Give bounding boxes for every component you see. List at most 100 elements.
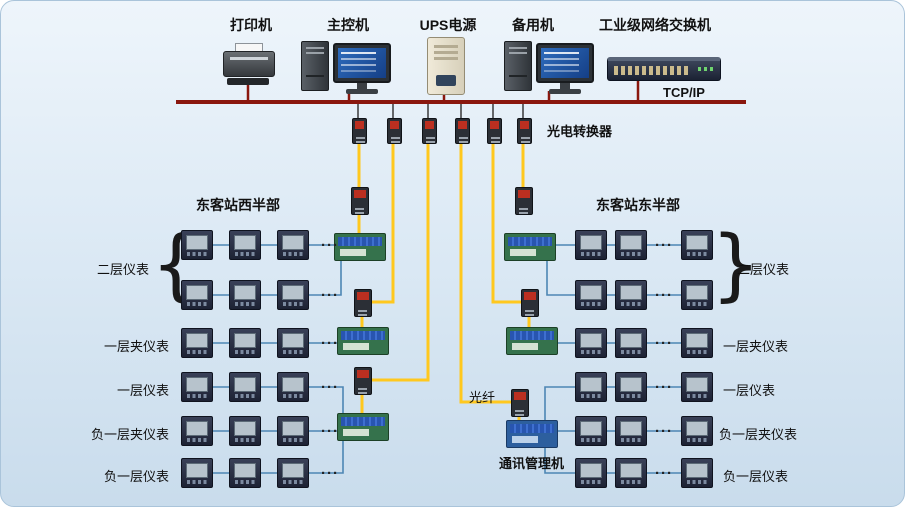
ellipsis: ··· [655,286,673,304]
power-meter-icon [277,372,309,402]
monitor-screen [338,48,386,78]
network-switch-icon [607,57,721,81]
meter-row-east-floor2-b: ··· [575,280,713,310]
meter-row-west-b1-mezz: ··· [181,416,339,446]
optical-converter-icon [354,289,372,317]
printer-label: 打印机 [230,17,272,33]
optical-fiber-label: 光纤 [469,390,496,405]
rs485-hub-icon [506,327,558,355]
optical-converter-label: 光电转换器 [547,124,613,139]
main-computer-label: 主控机 [327,17,369,33]
ellipsis: ··· [655,464,673,482]
meter-row-west-b1: ··· [181,458,339,488]
ellipsis: ··· [321,236,339,254]
power-meter-icon [229,328,261,358]
power-meter-icon [575,372,607,402]
ellipsis: ··· [321,334,339,352]
monitor-stand [357,83,367,89]
power-meter-icon [681,280,713,310]
comm-manager-label: 通讯管理机 [499,456,565,471]
power-meter-icon [681,416,713,446]
power-meter-icon [181,372,213,402]
ellipsis: ··· [321,422,339,440]
meter-row-east-b1: ··· [575,458,713,488]
meter-row-west-floor2-b: ··· [181,280,339,310]
meter-row-west-mezz1: ··· [181,328,339,358]
power-meter-icon [229,230,261,260]
power-meter-icon [575,280,607,310]
backup-computer-icon [504,41,596,95]
label-west-mezz1: 一层夹仪表 [103,339,169,354]
tcp-ip-label: TCP/IP [663,85,705,100]
east-section-header: 东客站东半部 [596,197,680,213]
label-west-b1-mezz: 负一层夹仪表 [90,427,169,442]
label-west-floor1: 一层仪表 [116,383,169,398]
label-east-mezz1: 一层夹仪表 [723,339,789,354]
monitor-base [346,89,378,94]
optical-converter-icon [517,118,532,144]
optical-converter-icon [521,289,539,317]
power-meter-icon [229,280,261,310]
power-meter-icon [681,328,713,358]
ellipsis: ··· [655,236,673,254]
rs485-hub-icon [337,413,389,441]
optical-converter-icon [487,118,502,144]
power-meter-icon [277,416,309,446]
ellipsis: ··· [655,378,673,396]
power-meter-icon [181,230,213,260]
optical-converter-icon [511,389,529,417]
ellipsis: ··· [321,286,339,304]
optical-converter-icon [455,118,470,144]
rs485-hub-icon [334,233,386,261]
backup-computer-label: 备用机 [512,17,554,33]
optical-converter-icon [351,187,369,215]
power-meter-icon [181,280,213,310]
power-meter-icon [229,372,261,402]
meter-row-east-floor2-a: ··· [575,230,713,260]
power-meter-icon [615,458,647,488]
power-meter-icon [615,372,647,402]
comm-manager-icon [506,420,558,448]
label-east-b1: 负一层仪表 [723,469,789,484]
optical-converter-icon [422,118,437,144]
power-meter-icon [615,230,647,260]
west-section-header: 东客站西半部 [196,197,280,213]
label-west-floor2: 二层仪表 [96,262,149,277]
power-meter-icon [615,416,647,446]
fiber-links [357,142,531,420]
power-meter-icon [681,458,713,488]
ups-icon [427,37,465,95]
optical-converter-icon [352,118,367,144]
monitor-base [549,89,581,94]
ellipsis: ··· [321,464,339,482]
power-meter-icon [575,328,607,358]
power-meter-icon [615,280,647,310]
power-meter-icon [681,372,713,402]
meter-row-west-floor1: ··· [181,372,339,402]
main-computer-icon [301,41,393,95]
rs485-hub-icon [337,327,389,355]
power-meter-icon [277,328,309,358]
label-east-floor2: 二层仪表 [737,262,790,277]
power-meter-icon [181,416,213,446]
monitor-screen [541,48,589,78]
printer-icon [223,43,275,85]
power-meter-icon [181,458,213,488]
computer-monitor [536,43,594,83]
ellipsis: ··· [655,422,673,440]
power-meter-icon [229,416,261,446]
printer-tray [227,78,269,85]
meter-row-east-b1-mezz: ··· [575,416,713,446]
rs485-hub-icon [504,233,556,261]
label-east-b1-mezz: 负一层夹仪表 [719,427,798,442]
power-meter-icon [681,230,713,260]
label-east-floor1: 一层仪表 [723,383,776,398]
power-meter-icon [575,458,607,488]
optical-converter-icon [515,187,533,215]
power-meter-icon [615,328,647,358]
printer-body [223,51,275,77]
meter-row-west-floor2-a: ··· [181,230,339,260]
monitor-stand [560,83,570,89]
